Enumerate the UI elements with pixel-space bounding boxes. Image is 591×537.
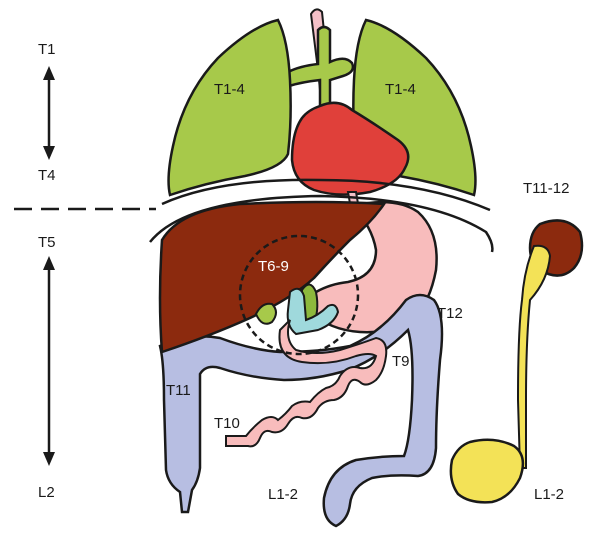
bladder-label: L1-2 bbox=[534, 486, 564, 503]
colon-upper-label: T12 bbox=[437, 305, 463, 322]
colon-ascending-label: T11 bbox=[166, 382, 191, 399]
level-label-top: T1 bbox=[38, 41, 56, 58]
small-intestine-label: T9 bbox=[392, 353, 410, 370]
kidney-label: T11-12 bbox=[523, 180, 569, 197]
abdominal-arrow bbox=[43, 256, 55, 466]
lung-left bbox=[169, 20, 291, 195]
lung-left-label: T1-4 bbox=[214, 81, 245, 98]
liver-region-label: T6-9 bbox=[258, 258, 289, 275]
trachea bbox=[285, 27, 353, 108]
ureter bbox=[518, 246, 550, 468]
thoracic-arrow bbox=[43, 66, 55, 160]
small-intestine-lower-label: T10 bbox=[214, 415, 240, 432]
level-label-abdominal-top: T5 bbox=[38, 234, 56, 251]
bladder bbox=[451, 440, 523, 503]
lung-right-label: T1-4 bbox=[385, 81, 416, 98]
level-label-bottom: L2 bbox=[38, 484, 55, 501]
level-label-thoracic-bottom: T4 bbox=[38, 167, 56, 184]
colon-descending-label: L1-2 bbox=[268, 486, 298, 503]
